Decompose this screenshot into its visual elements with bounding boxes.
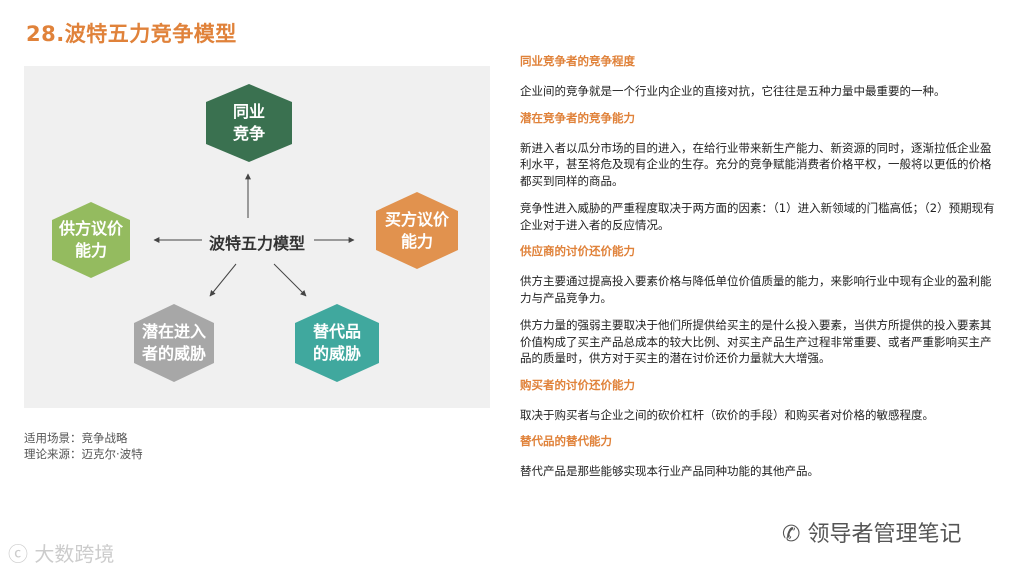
node-top-line1: 同业 xyxy=(232,102,265,121)
section-paragraph: 竞争性进入威胁的严重程度取决于两方面的因素：（1）进入新领域的门槛高低；（2）预… xyxy=(520,201,995,232)
porter-diagram: 同业 竞争 供方议价 能力 买方议价 能力 潜在进入 者的威胁 替代品 的威胁 … xyxy=(24,66,490,408)
watermark-left-text: 大数跨境 xyxy=(34,542,115,566)
section-paragraph: 供方主要通过提高投入要素价格与降低单位价值质量的能力，来影响行业中现有企业的盈利… xyxy=(520,274,992,305)
node-left-line2: 能力 xyxy=(74,241,107,260)
watermark-logo-icon: ⓒ xyxy=(8,542,28,566)
section-paragraph: 替代产品是那些能够实现本行业产品同种功能的其他产品。 xyxy=(520,464,819,478)
diagram-meta: 适用场景：竞争战略 理论来源：迈克尔·波特 xyxy=(24,430,143,462)
footer-watermark-right: ✆ 领导者管理笔记 xyxy=(782,516,961,548)
node-bottom-right-line2: 的威胁 xyxy=(312,344,361,363)
node-right-line1: 买方议价 xyxy=(384,210,449,229)
node-top-line2: 竞争 xyxy=(232,124,265,143)
meta-scenario: 适用场景：竞争战略 xyxy=(24,431,128,445)
wechat-icon: ✆ xyxy=(782,522,801,547)
hexagon-bottom-left xyxy=(134,304,214,382)
hexagon-bottom-right xyxy=(295,304,379,382)
section-heading: 供应商的讨价还价能力 xyxy=(520,244,635,258)
node-right-line2: 能力 xyxy=(400,232,433,251)
section-heading: 同业竞争者的竞争程度 xyxy=(520,54,635,68)
section-heading: 潜在竞争者的竞争能力 xyxy=(520,110,635,125)
arrow-bottom-left xyxy=(209,263,237,297)
diagram-center-label: 波特五力模型 xyxy=(208,234,305,253)
section-paragraph: 新进入者以瓜分市场的目的进入，在给行业带来新生产能力、新资源的同时，逐渐拉低企业… xyxy=(520,140,992,188)
node-bottom-left-line1: 潜在进入 xyxy=(141,322,206,341)
node-bottom-right-label: 替代品 的威胁 xyxy=(292,321,382,365)
hexagon-right xyxy=(376,192,458,269)
footer-watermark-left: ⓒ 大数跨境 xyxy=(8,538,114,567)
page-title: 28.波特五力竞争模型 xyxy=(26,22,237,46)
section-heading: 购买者的讨价还价能力 xyxy=(520,377,635,392)
section-paragraph: 企业间的竞争就是一个行业内企业的直接对抗，它往往是五种力量中最重要的一种。 xyxy=(520,84,946,98)
explanation-column: 同业竞争者的竞争程度 企业间的竞争就是一个行业内企业的直接对抗，它往往是五种力量… xyxy=(520,54,1000,491)
hexagon-left xyxy=(52,202,130,278)
node-bottom-left-line2: 者的威胁 xyxy=(141,344,206,363)
node-left-label: 供方议价 能力 xyxy=(46,218,136,262)
node-bottom-left-label: 潜在进入 者的威胁 xyxy=(129,321,219,365)
arrow-bottom-right xyxy=(273,263,307,297)
node-bottom-right-line1: 替代品 xyxy=(312,322,361,341)
node-left-line1: 供方议价 xyxy=(58,219,123,238)
node-top-label: 同业 竞争 xyxy=(204,101,294,145)
section-paragraph: 取决于购买者与企业之间的砍价杠杆（砍价的手段）和购买者对价格的敏感程度。 xyxy=(520,407,934,422)
diagram-graphics xyxy=(52,84,458,382)
section-heading: 替代品的替代能力 xyxy=(520,434,612,448)
node-right-label: 买方议价 能力 xyxy=(372,209,462,253)
hexagon-top xyxy=(206,84,292,162)
meta-source: 理论来源：迈克尔·波特 xyxy=(24,447,143,461)
watermark-right-text: 领导者管理笔记 xyxy=(807,522,962,547)
section-paragraph: 供方力量的强弱主要取决于他们所提供给买主的是什么投入要素，当供方所提供的投入要素… xyxy=(520,318,992,365)
